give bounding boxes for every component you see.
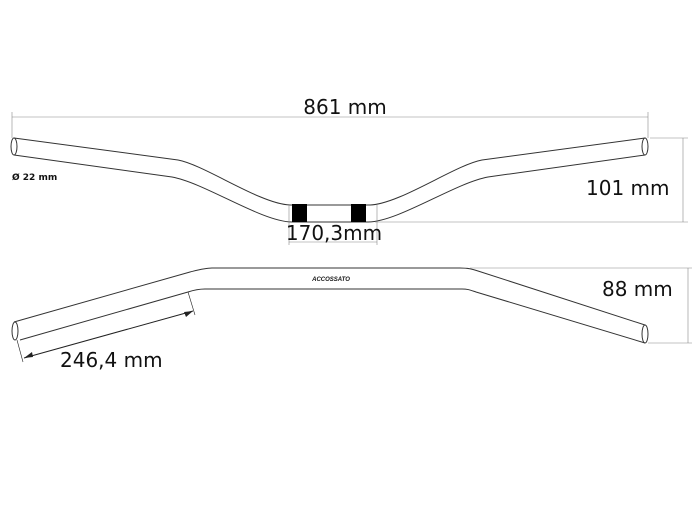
grip-length-label: 246,4 mm xyxy=(60,348,163,372)
brand-logo: ACCOSSATO xyxy=(311,277,350,283)
rise-label: 101 mm xyxy=(586,176,670,200)
total-width-label: 861 mm xyxy=(303,95,387,119)
side-view-handlebar: ACCOSSATO xyxy=(11,267,649,344)
clamp-mark-right xyxy=(351,204,366,222)
diameter-label: Ø 22 mm xyxy=(12,172,57,183)
clamp-mark-left xyxy=(292,204,307,222)
clamp-width-label: 170,3mm xyxy=(286,221,382,245)
front-view-handlebar xyxy=(10,137,649,223)
pullback-label: 88 mm xyxy=(602,277,673,301)
